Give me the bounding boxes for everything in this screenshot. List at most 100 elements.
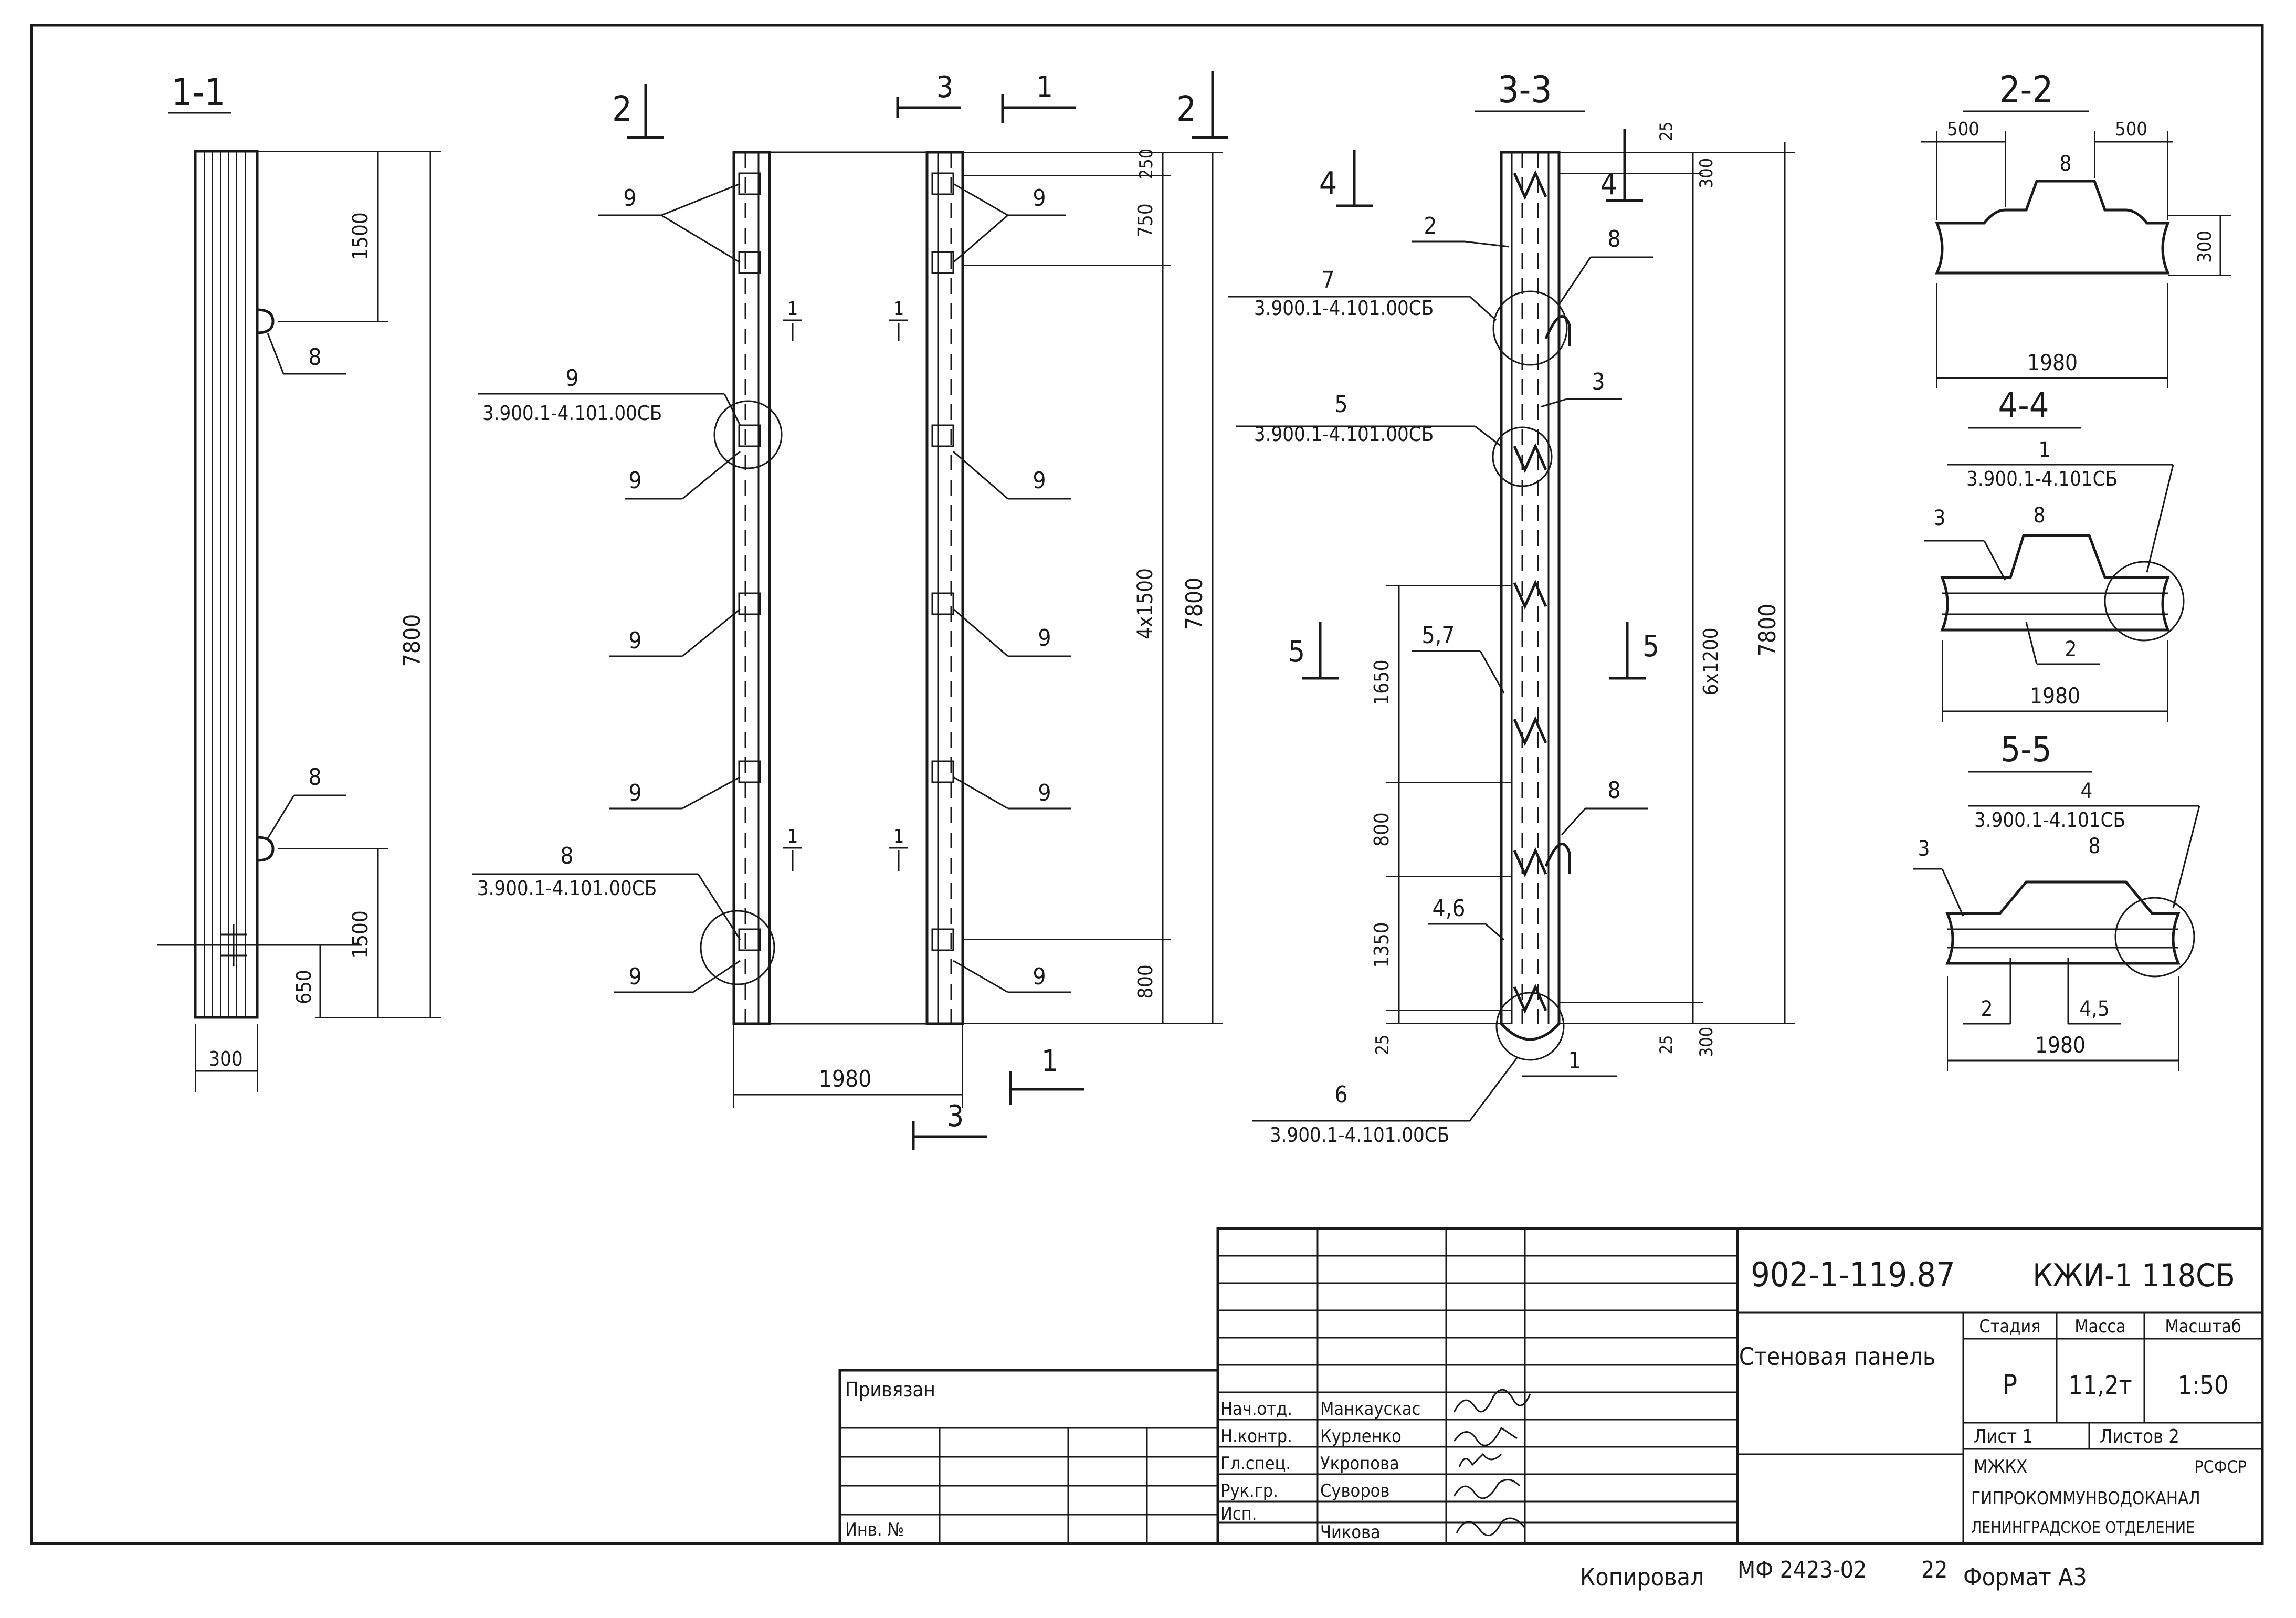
name-5: Чикова xyxy=(1320,1522,1381,1543)
role-2: Н.контр. xyxy=(1220,1426,1292,1447)
view-4-4-title: 4-4 xyxy=(1998,385,2049,426)
drawing-code: КЖИ-1 118СБ xyxy=(2032,1257,2235,1294)
front-section-1-top: 1 xyxy=(1036,70,1053,104)
v33-dim-300-bottom: 300 xyxy=(1696,1027,1717,1057)
view-1-1-title: 1-1 xyxy=(172,71,226,114)
footer-copied: Копировал xyxy=(1580,1563,1704,1591)
v22-dim-500-left: 500 xyxy=(1947,119,1979,140)
scale-label: Масштаб xyxy=(2165,1316,2241,1337)
v33-callout-46: 4,6 xyxy=(1433,895,1466,922)
v11-dim-bottom: 1500 xyxy=(349,910,373,959)
v33-dim-25-top: 25 xyxy=(1656,122,1676,141)
front-callout-9-e: 9 xyxy=(628,963,641,990)
v33-dim-1350: 1350 xyxy=(1370,922,1393,968)
v33-dim-1650: 1650 xyxy=(1370,660,1393,706)
view-2-2-title: 2-2 xyxy=(1999,68,2053,111)
front-callout-9-c: 9 xyxy=(628,627,641,654)
view-1-1: 1-1 1500 7800 1500 650 300 xyxy=(157,71,441,1092)
sheet-label: Лист 1 xyxy=(1974,1426,2033,1447)
stage-value: Р xyxy=(2003,1369,2017,1401)
front-dim-750: 750 xyxy=(1134,203,1157,237)
footer-copy-number: МФ 2423-02 xyxy=(1737,1557,1867,1583)
signatures xyxy=(1453,1389,1531,1536)
view-3-3-title: 3-3 xyxy=(1498,68,1552,111)
org-2: РСФСР xyxy=(2194,1457,2247,1477)
v22-callout-8: 8 xyxy=(2060,152,2072,176)
v33-callout-6: 6 xyxy=(1334,1081,1347,1108)
v33-section-5-right: 5 xyxy=(1642,629,1659,664)
v33-dim-7800: 7800 xyxy=(1754,604,1781,657)
v55-dim-1980: 1980 xyxy=(2035,1032,2086,1058)
front-callout-8: 8 xyxy=(560,843,573,869)
v22-dim-500-right: 500 xyxy=(2115,119,2147,140)
footer-sheet-no: 22 xyxy=(1921,1557,1947,1583)
role-4: Рук.гр. xyxy=(1220,1480,1278,1501)
scale-value: 1:50 xyxy=(2178,1371,2229,1400)
footer-format: Формат А3 xyxy=(1963,1563,2087,1591)
front-dim-7800: 7800 xyxy=(1181,577,1208,631)
v11-dim-650: 650 xyxy=(292,970,315,1004)
v55-callout-4: 4 xyxy=(2081,779,2093,803)
v55-callout-8: 8 xyxy=(2089,834,2101,858)
org-1: МЖКХ xyxy=(1974,1456,2027,1477)
v44-callout-2: 2 xyxy=(2065,637,2077,661)
v33-callout-8-bottom: 8 xyxy=(1607,777,1620,804)
mass-label: Масса xyxy=(2074,1316,2126,1337)
v33-dim-300-top: 300 xyxy=(1696,158,1717,188)
v33-callout-6-doc: 3.900.1-4.101.00СБ xyxy=(1270,1123,1449,1147)
v33-section-5-left: 5 xyxy=(1288,635,1305,669)
v55-callout-doc: 3.900.1-4.101СБ xyxy=(1974,808,2125,832)
v11-callout-loop2: 8 xyxy=(308,764,321,791)
front-dim-800: 800 xyxy=(1134,964,1157,999)
v11-callout-loop1: 8 xyxy=(308,344,321,371)
v33-callout-57: 5,7 xyxy=(1422,622,1455,649)
name-3: Укропова xyxy=(1320,1453,1399,1474)
v33-dim-25-left: 25 xyxy=(1372,1035,1393,1055)
front-callout-9-r5: 9 xyxy=(1033,963,1046,990)
front-callout-9-r1: 9 xyxy=(1033,185,1046,212)
v33-callout-3: 3 xyxy=(1592,369,1605,395)
front-mark-1-d: 1 xyxy=(893,826,904,847)
v33-callout-2: 2 xyxy=(1424,213,1437,239)
v55-callout-3: 3 xyxy=(1918,837,1930,861)
front-callout-9-a: 9 xyxy=(623,185,636,212)
v55-callout-2: 2 xyxy=(1981,997,1993,1021)
v44-callout-1: 1 xyxy=(2039,438,2051,462)
front-callout-9-b: 9 xyxy=(628,467,641,494)
v33-dim-6x1200: 6х1200 xyxy=(1699,628,1722,696)
front-mark-1-b: 1 xyxy=(893,298,904,320)
v22-dim-300: 300 xyxy=(2194,230,2216,263)
front-callout-9-d: 9 xyxy=(628,780,641,806)
drawing-designation: 902-1-119.87 xyxy=(1751,1256,1955,1295)
sheets-label: Листов 2 xyxy=(2100,1426,2179,1447)
view-front: 2 3 1 2 1 1 xyxy=(472,70,1228,1150)
front-section-2-right: 2 xyxy=(1176,89,1196,129)
view-5-5: 5-5 4 3.900.1-4.101СБ 3 8 2 4,5 1980 xyxy=(1913,729,2200,1071)
front-callout-8-doc: 3.900.1-4.101.00СБ xyxy=(477,877,657,900)
title-block: Нач.отд. Н.контр. Гл.спец. Рук.гр. Исп. … xyxy=(838,1227,2264,1545)
front-dim-4x1500: 4х1500 xyxy=(1133,568,1157,639)
footer: Копировал МФ 2423-02 22 Формат А3 xyxy=(1580,1557,2087,1591)
v33-section-4-right: 4 xyxy=(1600,167,1617,202)
front-section-2-left: 2 xyxy=(612,89,632,129)
front-mark-1-c: 1 xyxy=(787,826,798,847)
v44-callout-8: 8 xyxy=(2034,503,2046,528)
v11-dim-width: 300 xyxy=(208,1047,243,1070)
front-section-3-top: 3 xyxy=(936,70,953,104)
v11-dim-total: 7800 xyxy=(399,614,426,667)
front-callout-9-r4: 9 xyxy=(1038,780,1051,806)
drawing-name: Стеновая панель xyxy=(1739,1342,1935,1371)
stage-label: Стадия xyxy=(1979,1316,2040,1337)
v33-callout-7: 7 xyxy=(1321,267,1334,293)
inv-label: Инв. № xyxy=(845,1519,904,1540)
view-3-3: 3-3 4 4 5 5 xyxy=(1228,68,1795,1147)
v44-dim-1980: 1980 xyxy=(2030,683,2080,709)
view-4-4: 4-4 1 3.900.1-4.101СБ 3 8 2 1980 xyxy=(1924,385,2185,722)
front-callout-9-doc-label: 9 xyxy=(565,365,578,392)
v22-dim-1980: 1980 xyxy=(2027,350,2078,375)
bound-label: Привязан xyxy=(845,1378,935,1401)
role-3: Гл.спец. xyxy=(1220,1453,1291,1474)
front-section-3-bottom: 3 xyxy=(947,1099,964,1133)
v33-section-4-left: 4 xyxy=(1319,165,1337,202)
